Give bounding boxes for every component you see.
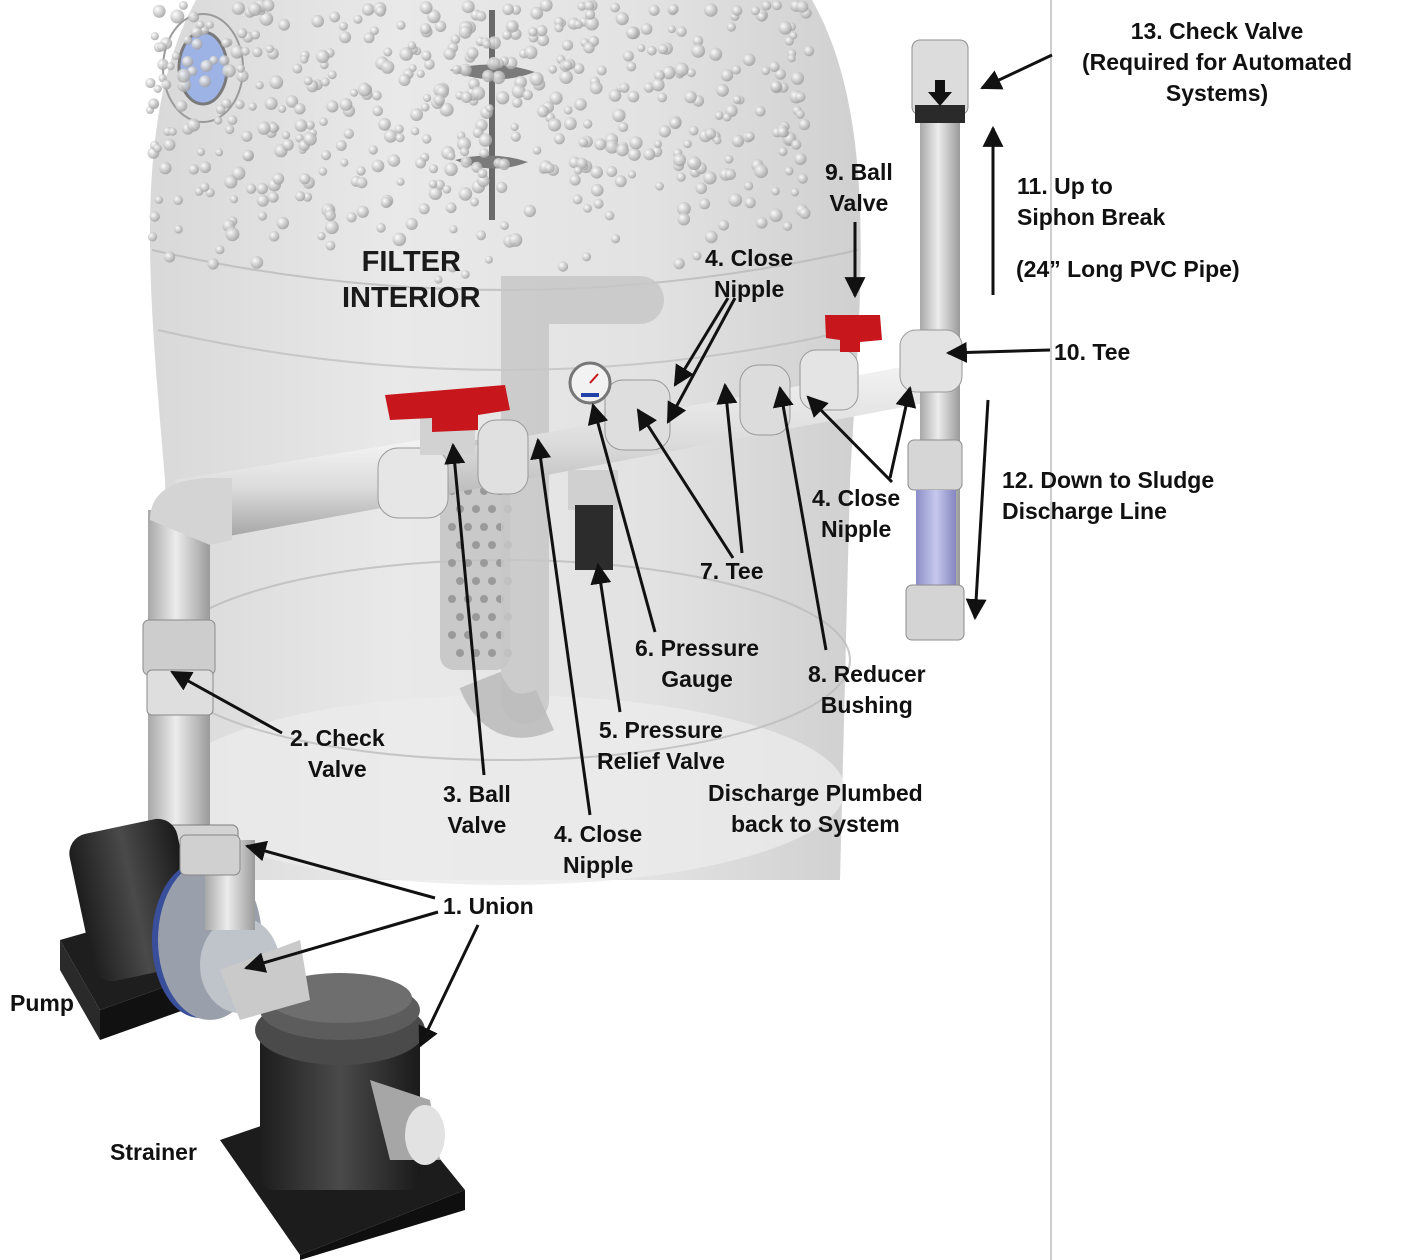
sight-tube <box>916 490 956 600</box>
arrow-12 <box>975 400 988 618</box>
arrow-10 <box>948 350 1050 353</box>
tee-10 <box>900 330 962 392</box>
check-valve-2 <box>143 620 215 675</box>
label-tee-10: 10. Tee <box>1054 337 1130 368</box>
label-strainer: Strainer <box>110 1137 197 1168</box>
arrow-1-c <box>420 925 478 1046</box>
arrow-13 <box>982 55 1052 88</box>
label-pump: Pump <box>10 988 74 1019</box>
strainer-assembly <box>220 940 465 1260</box>
vertical-pipe-assembly <box>900 40 968 640</box>
label-union: 1. Union <box>443 891 534 922</box>
label-tee-7: 7. Tee <box>700 556 764 587</box>
pressure-relief-valve <box>575 505 613 570</box>
label-check-valve-13: 13. Check Valve (Required for Automated … <box>1082 16 1352 109</box>
arrow-1-b <box>246 912 438 968</box>
label-pipe-length: (24” Long PVC Pipe) <box>1016 254 1240 285</box>
